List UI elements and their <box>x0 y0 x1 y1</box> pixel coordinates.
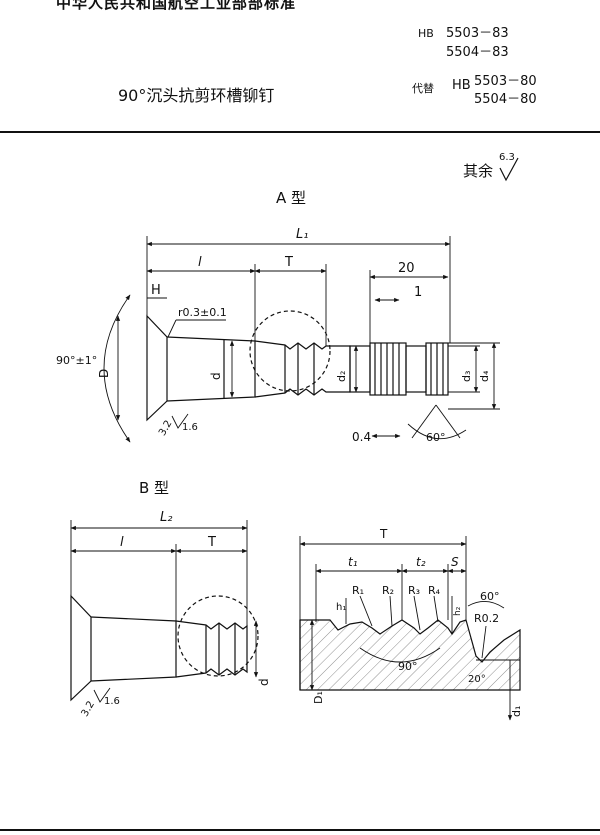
detail-dimensions: T t₁ t₂ S R₁ R₂ R₃ R₄ h₁ h₂ 60° R0.2 D₁ … <box>299 527 523 721</box>
detail-angle20: 20° <box>468 674 486 685</box>
dim-thread-angle: 60° <box>426 431 446 444</box>
type-b-head <box>70 594 92 702</box>
document-title: 90°沉头抗剪环槽铆钉 <box>118 86 275 105</box>
dim-1: 1 <box>414 285 422 300</box>
footer-divider <box>0 829 600 831</box>
dim-T: T <box>284 255 293 270</box>
detail-section <box>299 619 521 691</box>
dim-d: d <box>209 372 223 380</box>
type-b-groove-zone <box>175 620 248 678</box>
detail-T: T <box>379 527 388 541</box>
header-divider <box>0 131 600 133</box>
type-a-shank <box>166 336 256 402</box>
dim-L2: L₂ <box>160 510 172 525</box>
type-b-dimensions: L₂ l T d 3.2 1.6 <box>70 510 271 719</box>
type-b-shank <box>90 616 177 682</box>
dim-d2: d₂ <box>335 371 348 382</box>
detail-view: 90° 20° <box>299 619 521 691</box>
detail-R1: R₁ <box>352 584 364 597</box>
dim-l-b: l <box>120 535 124 550</box>
standard-code-1: 5503－83 <box>446 26 509 41</box>
detail-R02: R0.2 <box>474 612 499 625</box>
dim-r: r0.3±0.1 <box>178 306 227 319</box>
roughness-text: 其余 <box>463 162 493 180</box>
type-a-detail-circle <box>249 310 331 392</box>
dim-pitch: 0.4 <box>352 430 371 444</box>
type-b-rivet <box>70 594 259 702</box>
dim-angle: 90°±1° <box>56 354 97 367</box>
dim-20: 20 <box>398 261 415 276</box>
dim-H: H <box>151 283 161 298</box>
roughness-value: 6.3 <box>499 152 515 163</box>
dim-T-b: T <box>207 535 216 550</box>
dim-L1: L₁ <box>296 227 308 242</box>
detail-R3: R₃ <box>408 584 420 597</box>
detail-t2: t₂ <box>416 555 426 569</box>
dim-d3: d₃ <box>460 371 473 382</box>
superseded-label: 代替 <box>412 82 434 95</box>
detail-h1: h₁ <box>336 602 346 613</box>
detail-R4: R₄ <box>428 584 441 597</box>
type-a-head <box>146 314 168 422</box>
dim-32-b: 3.2 <box>80 699 97 718</box>
roughness-symbol <box>499 157 519 182</box>
dim-D: D <box>97 369 111 378</box>
dim-16: 1.6 <box>182 422 198 433</box>
superseded-code-2: 5504－80 <box>474 92 537 107</box>
type-a-dimensions: L₁ l T 20 1 H r0.3±0.1 90°±1° D d d₂ <box>56 227 500 444</box>
roughness-note: 其余 6.3 <box>463 152 519 182</box>
standard-label: HB <box>418 27 434 40</box>
organization-title: 中华人民共和国航空工业部部标准 <box>56 0 297 12</box>
dim-d-b: d <box>257 678 271 686</box>
detail-D1: D₁ <box>312 691 325 704</box>
standard-code-2: 5504－83 <box>446 45 509 60</box>
dim-32: 3.2 <box>157 419 174 438</box>
detail-h2: h₂ <box>453 606 463 616</box>
detail-t1: t₁ <box>348 555 358 569</box>
dim-l: l <box>198 255 202 270</box>
type-a-label: A 型 <box>276 189 306 207</box>
detail-R2: R₂ <box>382 584 394 597</box>
type-b-detail-circle <box>177 595 259 677</box>
dim-16-b: 1.6 <box>104 696 120 707</box>
detail-d1: d₁ <box>510 706 523 717</box>
type-b-label: B 型 <box>139 479 169 497</box>
type-a-rivet <box>146 310 449 422</box>
detail-angle60: 60° <box>480 590 500 603</box>
dim-d4: d₄ <box>478 370 491 382</box>
superseded-code-1: 5503－80 <box>474 74 537 89</box>
detail-S: S <box>451 555 459 569</box>
superseded-prefix: HB <box>452 78 471 93</box>
detail-angle90: 90° <box>398 660 418 673</box>
